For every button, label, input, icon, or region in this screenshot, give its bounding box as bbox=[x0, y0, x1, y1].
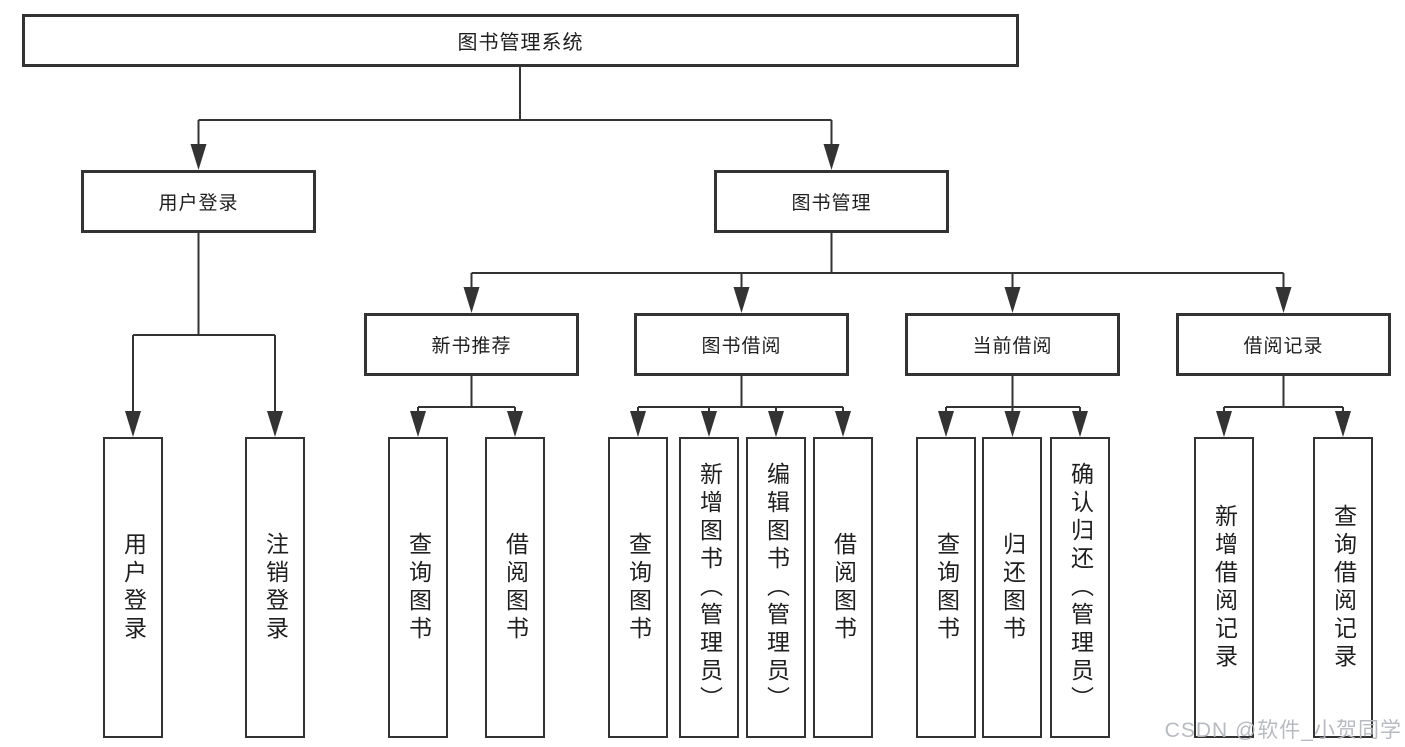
leaf-cb-confirm-return-admin: 确认归还（管理员） bbox=[1050, 437, 1110, 738]
node-label: 归还图书 bbox=[999, 531, 1026, 644]
node-label: 图书管理 bbox=[791, 193, 872, 214]
leaf-br-query-record: 查询借阅记录 bbox=[1313, 437, 1373, 738]
leaf-bb-edit-book-admin: 编辑图书（管理员） bbox=[746, 437, 806, 738]
node-label: 用户登录 bbox=[158, 193, 239, 214]
node-label: 新增图书（管理员） bbox=[696, 461, 723, 714]
node-label: 编辑图书（管理员） bbox=[763, 461, 790, 714]
node-label: 图书管理系统 bbox=[457, 32, 584, 54]
node-borrowing-records: 借阅记录 bbox=[1176, 313, 1391, 376]
leaf-nbr-borrow-books: 借阅图书 bbox=[485, 437, 545, 738]
leaf-cb-return-books: 归还图书 bbox=[982, 437, 1042, 738]
leaf-bb-borrow-books: 借阅图书 bbox=[813, 437, 873, 738]
arrowheads bbox=[125, 144, 1351, 437]
node-label: 借阅图书 bbox=[830, 531, 857, 644]
node-label: 图书借阅 bbox=[701, 336, 782, 357]
leaf-cb-query-books: 查询图书 bbox=[916, 437, 976, 738]
node-label: 查询图书 bbox=[933, 531, 960, 644]
node-label: 当前借阅 bbox=[972, 336, 1053, 357]
node-label: 注销登录 bbox=[262, 531, 289, 644]
node-label: 查询借阅记录 bbox=[1330, 503, 1357, 672]
node-label: 新书推荐 bbox=[431, 336, 512, 357]
node-book-borrowing: 图书借阅 bbox=[634, 313, 849, 376]
leaf-bb-add-book-admin: 新增图书（管理员） bbox=[679, 437, 739, 738]
node-label: 用户登录 bbox=[120, 531, 147, 644]
node-root: 图书管理系统 bbox=[22, 14, 1019, 67]
node-label: 确认归还（管理员） bbox=[1067, 461, 1094, 714]
node-book-management: 图书管理 bbox=[714, 170, 949, 233]
node-label: 查询图书 bbox=[625, 531, 652, 644]
node-user-login: 用户登录 bbox=[81, 170, 316, 233]
node-label: 查询图书 bbox=[405, 531, 432, 644]
node-current-borrowing: 当前借阅 bbox=[905, 313, 1120, 376]
leaf-logout: 注销登录 bbox=[245, 437, 305, 738]
watermark: CSDN @软件_小贺同学 bbox=[1164, 719, 1402, 742]
leaf-bb-query-books: 查询图书 bbox=[608, 437, 668, 738]
node-label: 借阅图书 bbox=[502, 531, 529, 644]
leaf-user-login: 用户登录 bbox=[103, 437, 163, 738]
node-label: 借阅记录 bbox=[1243, 336, 1324, 357]
leaf-br-add-record: 新增借阅记录 bbox=[1194, 437, 1254, 738]
node-new-book-recommend: 新书推荐 bbox=[364, 313, 579, 376]
node-label: 新增借阅记录 bbox=[1211, 503, 1238, 672]
leaf-nbr-query-books: 查询图书 bbox=[388, 437, 448, 738]
